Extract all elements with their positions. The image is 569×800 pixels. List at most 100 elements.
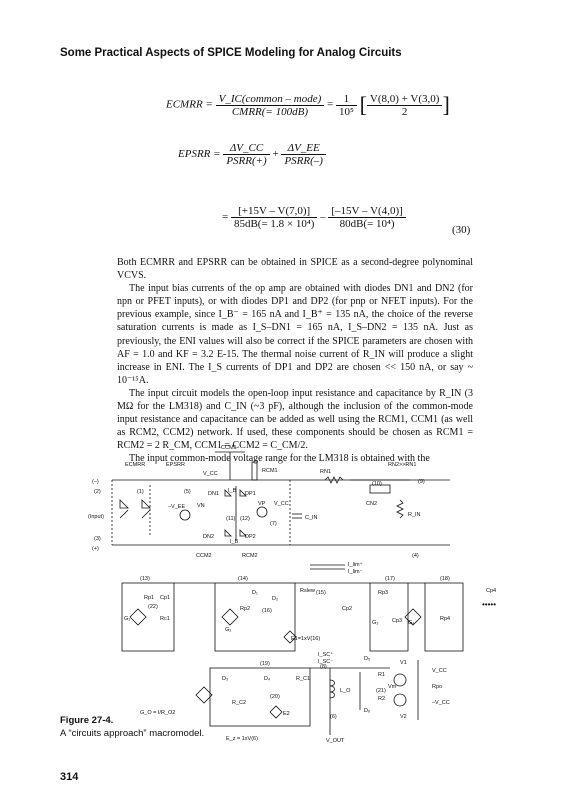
lbl-n5: (5) <box>184 489 191 495</box>
lbl-r2: R2 <box>378 696 385 702</box>
lbl-vcc: V_CC <box>203 471 218 477</box>
paragraph: The input circuit models the open-loop i… <box>117 387 473 452</box>
paragraph: Both ECMRR and EPSRR can be obtained in … <box>117 257 473 282</box>
eq2-num2: ΔV_EE <box>281 142 326 155</box>
lbl-rin: R_IN <box>408 512 421 518</box>
eq3-num2: [–15V – V(4,0)] <box>328 205 406 218</box>
running-header: Some Practical Aspects of SPICE Modeling… <box>60 47 402 59</box>
lbl-n17: (17) <box>385 576 395 582</box>
lbl-d6: D₆ <box>364 708 370 714</box>
lbl-r1: R1 <box>378 672 385 678</box>
lbl-isc-m: I_SC⁻ <box>318 659 333 665</box>
lbl-vcc3: V_CC <box>432 668 447 674</box>
lbl-ree: Rpo <box>432 684 442 690</box>
lbl-n3: (3) <box>94 536 101 542</box>
lbl-dn1: DN1 <box>208 491 219 497</box>
lbl-n19: (19) <box>260 661 270 667</box>
eq1-brk-den: 2 <box>401 105 408 118</box>
eq3-den2: 80dB(= 10⁴) <box>339 218 395 230</box>
lbl-ib2: I_B <box>230 539 239 545</box>
lbl-e1: E1=1xV(16) <box>291 636 320 642</box>
lbl-n16: (16) <box>262 608 272 614</box>
page-number: 314 <box>60 771 79 783</box>
eq1-brk-num: V(8,0) + V(3,0) <box>366 93 443 106</box>
lbl-rp1: Rp1 <box>144 595 154 601</box>
lbl-ilim-p: I_lim⁺ <box>348 561 363 568</box>
lbl-rn1: RN1 <box>320 469 331 475</box>
lbl-n10: (10) <box>372 481 382 487</box>
eq2-lhs: EPSRR = <box>178 148 221 161</box>
lbl-vp: VP <box>258 501 266 507</box>
eq3-minus: – <box>320 211 326 224</box>
eq3-eq: = <box>222 211 229 224</box>
lbl-rcm1: RCM1 <box>262 468 278 474</box>
lbl-cp2: Cp2 <box>342 606 352 612</box>
lbl-v2: V2 <box>400 714 407 720</box>
lbl-g1: G₁ <box>124 616 130 622</box>
lbl-n1: (1) <box>137 489 144 495</box>
eq3-den1: 85dB(= 1.8 × 10⁴) <box>233 218 315 230</box>
lbl-g3: G₃ <box>372 620 379 626</box>
lbl-n8: (8) <box>320 664 327 670</box>
eq1-lhs: ECMRR = <box>166 98 213 111</box>
lbl-v1: V1 <box>400 660 407 666</box>
eq1-den2: 10⁵ <box>338 105 354 118</box>
lbl-d3: D₃ <box>222 676 228 682</box>
lbl-minus-vee: –V_EE <box>168 504 185 510</box>
eq1-mid: = <box>327 98 334 111</box>
paragraph: The input bias currents of the op amp ar… <box>117 283 473 386</box>
lbl-n15: (15) <box>316 590 326 596</box>
lbl-d2: D₂ <box>272 596 278 602</box>
lbl-d1: D₁ <box>252 590 258 596</box>
lbl-ccm1: CCM1 <box>221 445 237 451</box>
body-text: Both ECMRR and EPSRR can be obtained in … <box>117 256 473 466</box>
lbl-input: (Input) <box>88 514 104 520</box>
lbl-n18: (18) <box>440 576 450 582</box>
eq2-num1: ΔV_CC <box>223 142 270 155</box>
eq1-den1: CMRR(= 100dB) <box>231 105 308 118</box>
eq3-num1: [+15V – V(7,0)] <box>230 205 318 218</box>
lbl-rp3: Rp3 <box>378 590 388 596</box>
lbl-vn: VN <box>197 503 205 509</box>
lbl-g4: G₄ <box>408 620 415 626</box>
lbl-n9: (9) <box>418 479 425 485</box>
figure-caption: Figure 27-4. A “circuits approach” macro… <box>60 714 204 740</box>
lbl-n13: (13) <box>140 576 150 582</box>
lbl-minus: (–) <box>92 479 99 485</box>
eq1-num2: 1 <box>335 93 357 106</box>
lbl-rp2: Rp2 <box>240 606 250 612</box>
equation-number: (30) <box>452 224 471 236</box>
lbl-n4: (4) <box>412 553 419 559</box>
lbl-cin: C_IN <box>305 515 318 521</box>
lbl-vout: V_OUT <box>326 738 345 744</box>
lbl-cn2: CN2 <box>366 501 377 507</box>
equation-ecmrr: ECMRR = V_IC(common – mode)CMRR(= 100dB)… <box>166 92 450 118</box>
lbl-n23: (22) <box>148 604 158 610</box>
lbl-ib: I_B <box>228 488 237 494</box>
lbl-cp4: Cp4 <box>486 588 496 594</box>
eq1-num1: V_IC(common – mode) <box>215 93 325 106</box>
lbl-n14: (14) <box>238 576 248 582</box>
lbl-n20: (20) <box>270 694 280 700</box>
lbl-n2: (2) <box>94 489 101 495</box>
eq2-den1: PSRR(+) <box>226 155 267 167</box>
lbl-ez: E_z = 1xV(6) <box>226 736 258 742</box>
lbl-n7: (7) <box>270 521 277 527</box>
lbl-n11: (11) <box>226 516 236 522</box>
lbl-d5: D₅ <box>364 656 370 662</box>
lbl-rc1b: R_C1 <box>296 676 310 682</box>
lbl-rp4: Rp4 <box>440 616 450 622</box>
lbl-n6: (6) <box>330 714 337 720</box>
lbl-dp2: DP2 <box>245 534 256 540</box>
lbl-rc1: Rc1 <box>160 616 170 622</box>
lbl-isc-p: I_SC⁺ <box>318 651 333 658</box>
lbl-cp3: Cp3 <box>392 618 402 624</box>
lbl-ilim-m: I_lim⁻ <box>348 569 363 575</box>
lbl-n12: (12) <box>240 516 250 522</box>
lbl-lo: L_O <box>340 688 351 694</box>
lbl-rslew: Rslew <box>300 588 315 594</box>
paragraph: The input common-mode voltage range for … <box>129 453 430 465</box>
lbl-rc2: R_C2 <box>232 700 246 706</box>
lbl-plus: (+) <box>92 546 99 552</box>
